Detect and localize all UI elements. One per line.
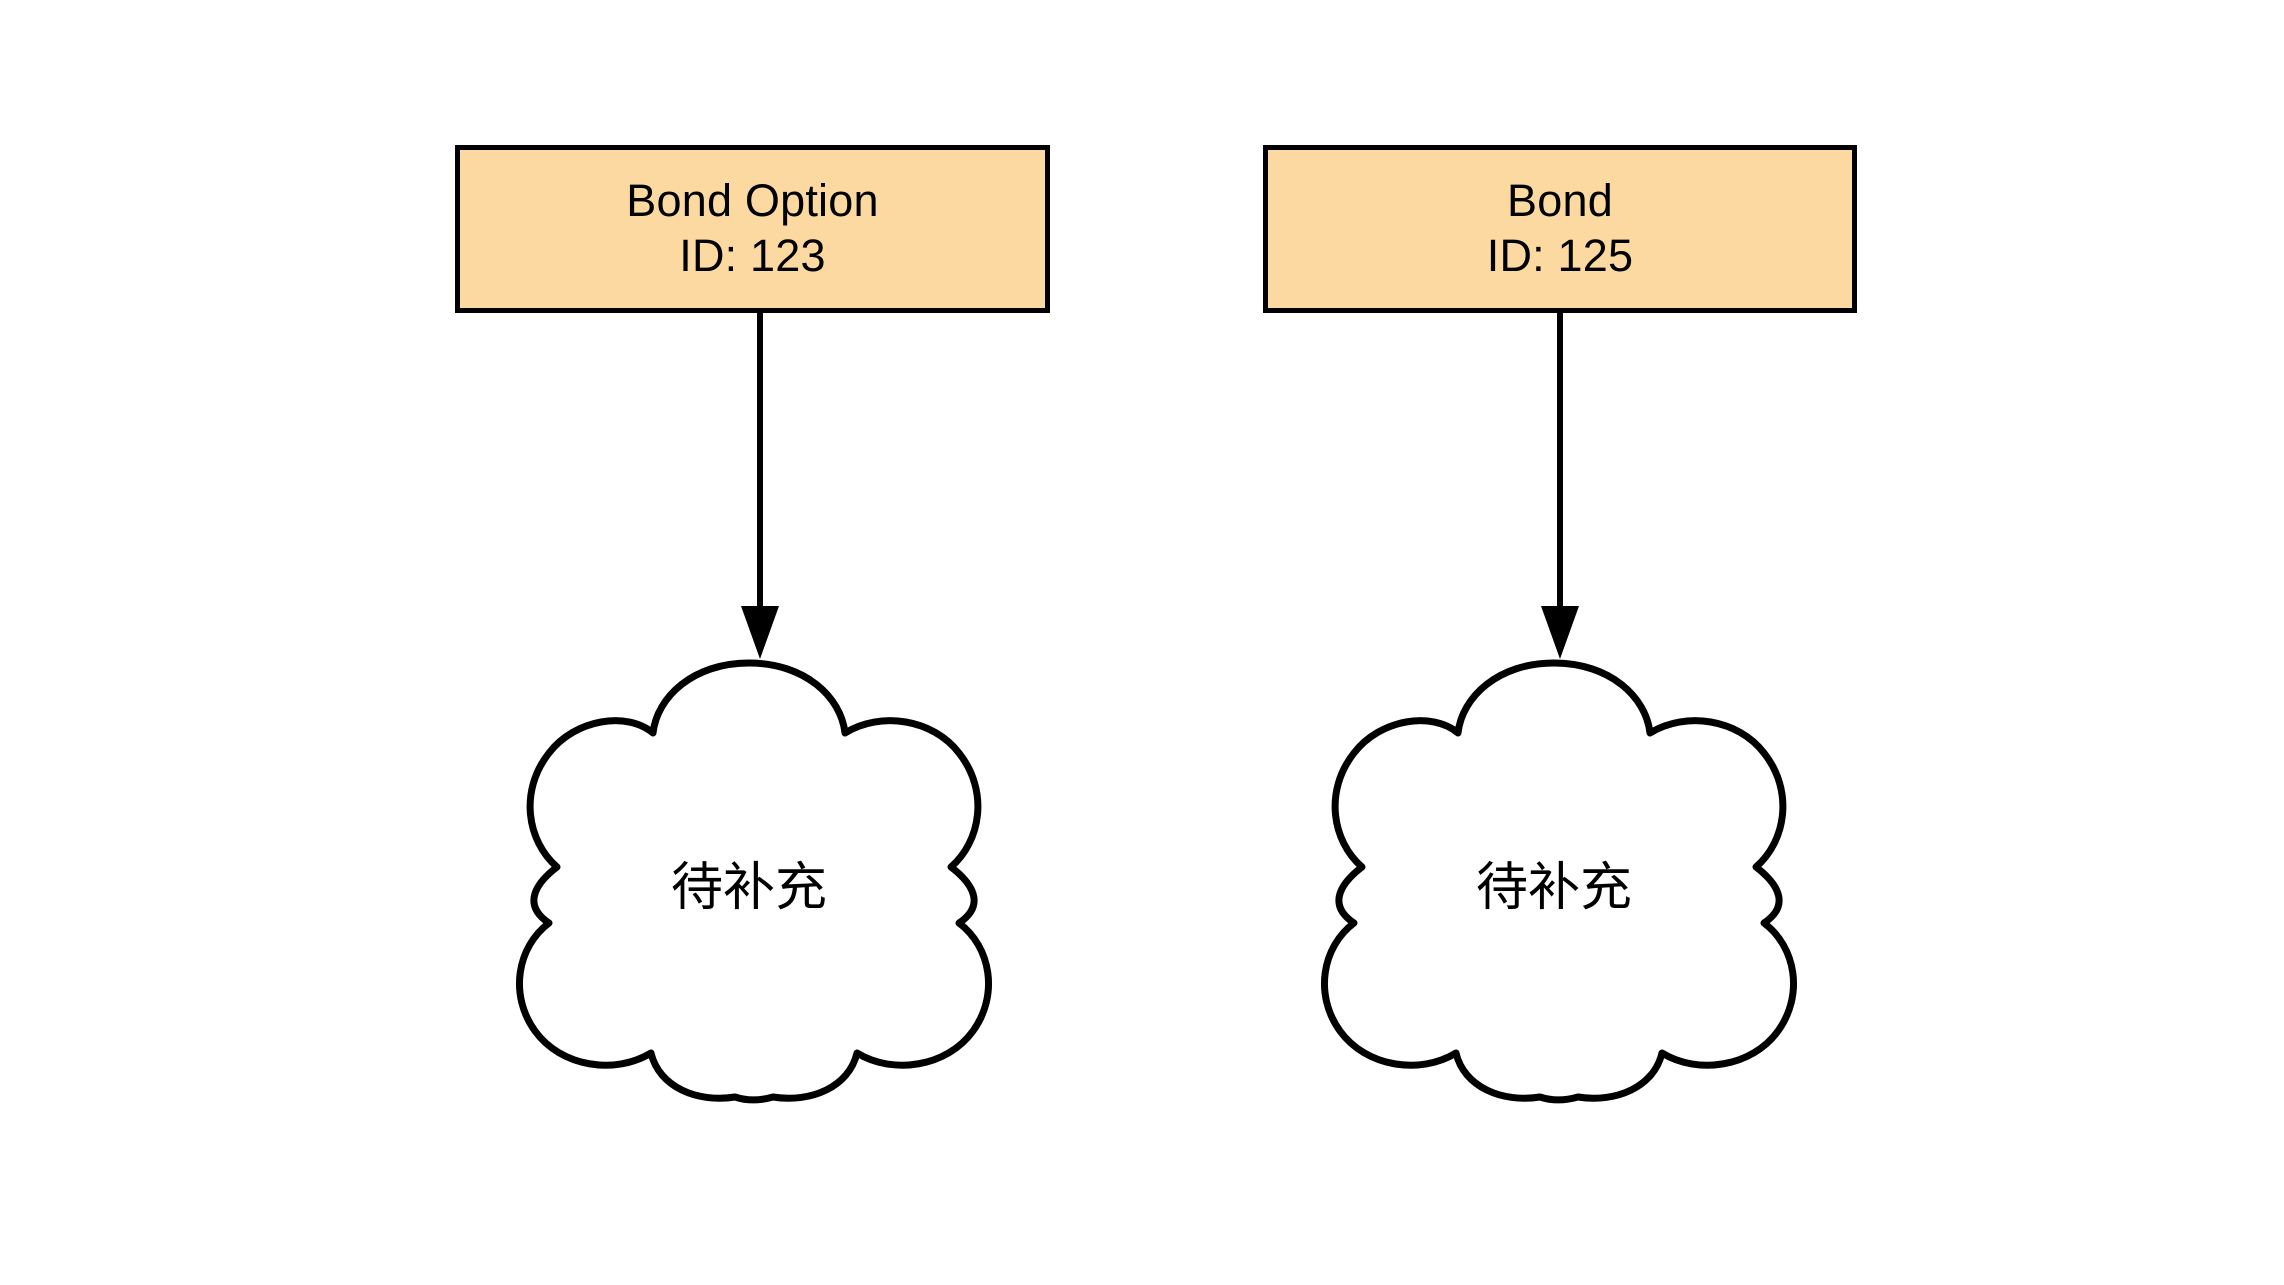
arrowhead-icon: [1541, 606, 1579, 659]
node-bond-option-title: Bond Option: [626, 175, 879, 227]
node-bond-option-id: ID: 123: [679, 230, 826, 281]
cloud-bond-option-label: 待补充: [670, 858, 827, 918]
cloud-bond[interactable]: 待补充: [1294, 655, 1814, 1105]
edge-bond-to-cloud: [1540, 313, 1580, 663]
node-bond-option[interactable]: Bond Option ID: 123: [455, 145, 1050, 313]
cloud-shape-icon: [515, 659, 993, 1104]
cloud-shape-icon: [1320, 659, 1798, 1104]
cloud-bond-label: 待补充: [1475, 858, 1632, 918]
edge-bond-option-to-cloud: [740, 313, 780, 663]
node-bond-title: Bond: [1507, 175, 1613, 227]
node-bond-id: ID: 125: [1486, 230, 1634, 281]
node-bond[interactable]: Bond ID: 125: [1263, 145, 1857, 313]
cloud-bond-option[interactable]: 待补充: [489, 655, 1009, 1105]
arrowhead-icon: [741, 606, 779, 659]
